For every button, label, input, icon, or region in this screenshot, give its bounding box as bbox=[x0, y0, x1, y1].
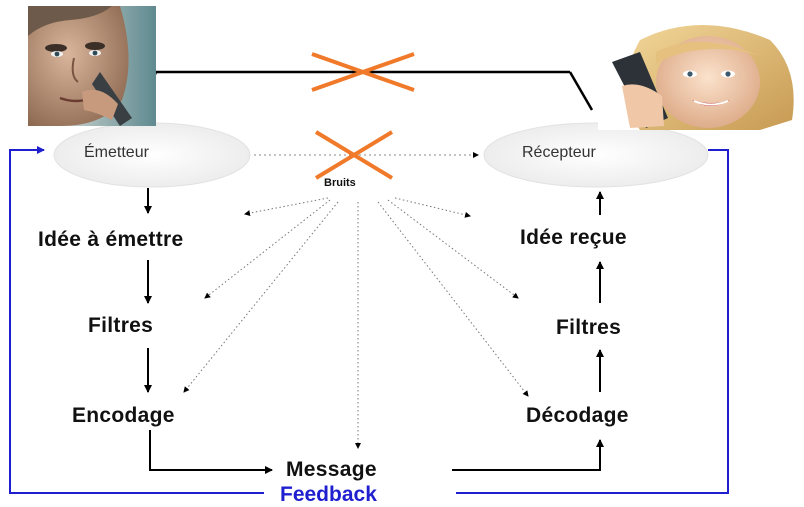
message-flow bbox=[149, 430, 604, 474]
right-filters-label: Filtres bbox=[556, 316, 622, 339]
noise-arrows bbox=[183, 197, 529, 449]
idea-to-send-label: Idée à émettre bbox=[38, 228, 184, 251]
message-label: Message bbox=[286, 458, 377, 481]
received-idea-label: Idée reçue bbox=[520, 226, 627, 249]
sender-label: Émetteur bbox=[84, 144, 149, 161]
feedback-label: Feedback bbox=[280, 483, 377, 506]
encoding-label: Encodage bbox=[72, 404, 175, 427]
feedback-loop bbox=[9, 146, 729, 494]
decoding-label: Décodage bbox=[526, 404, 629, 427]
receiver-ellipse bbox=[483, 122, 709, 188]
noise-label: Bruits bbox=[324, 177, 356, 189]
receiver-label: Récepteur bbox=[522, 144, 596, 161]
man-on-phone-photo bbox=[28, 6, 156, 126]
left-filters-label: Filtres bbox=[88, 314, 154, 337]
cross-icon bbox=[314, 130, 394, 180]
cross-icon bbox=[311, 52, 415, 92]
woman-on-phone-photo bbox=[598, 22, 798, 130]
phone-line bbox=[138, 70, 594, 111]
